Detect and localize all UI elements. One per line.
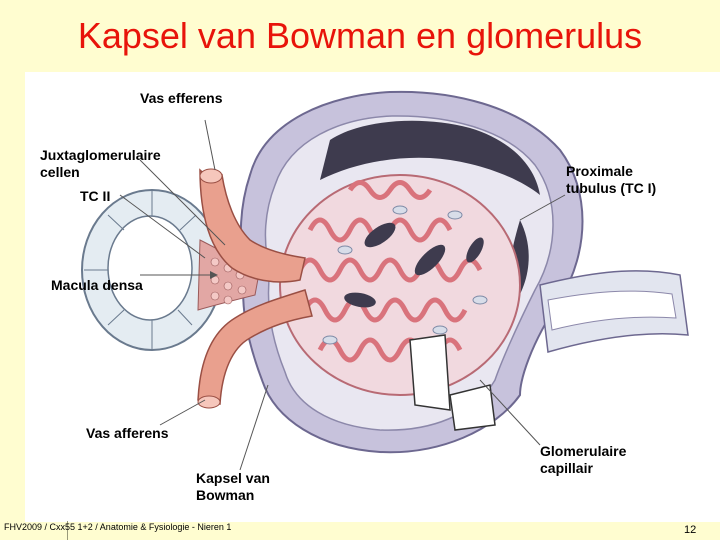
- footer-divider: [67, 521, 68, 540]
- macula-densa-arrow: [210, 271, 218, 279]
- slide-title: Kapsel van Bowman en glomerulus: [77, 15, 643, 56]
- glomerulus: [279, 174, 521, 431]
- label-tc-ii: TC II: [80, 188, 111, 204]
- label-kapsel-van-bowman: Kapsel van Bowman: [196, 470, 270, 503]
- label-vas-afferens: Vas afferens: [86, 425, 169, 441]
- slide-footer: FHV2009 / Cxx55 1+2 / Anatomie & Fysiolo…: [4, 522, 232, 532]
- label-proximale-tubulus: Proximale tubulus (TC I): [566, 163, 657, 196]
- distale-tubulus-ring: [81, 189, 223, 351]
- vas-efferens: [199, 168, 306, 283]
- label-macula-densa: Macula densa: [51, 277, 143, 293]
- leader-lines: [119, 119, 566, 471]
- label-glomerulaire-capillair: Glomerulaire capillair: [540, 443, 627, 476]
- vas-afferens: [197, 289, 313, 409]
- proximale-tubulus: [539, 270, 689, 353]
- label-juxtaglomerulaire-cellen: Juxtaglomerulaire cellen: [40, 147, 161, 180]
- label-vas-efferens: Vas efferens: [140, 90, 223, 106]
- page-number: 12: [684, 524, 697, 536]
- juxtaglomerulair-apparaat: [197, 239, 261, 311]
